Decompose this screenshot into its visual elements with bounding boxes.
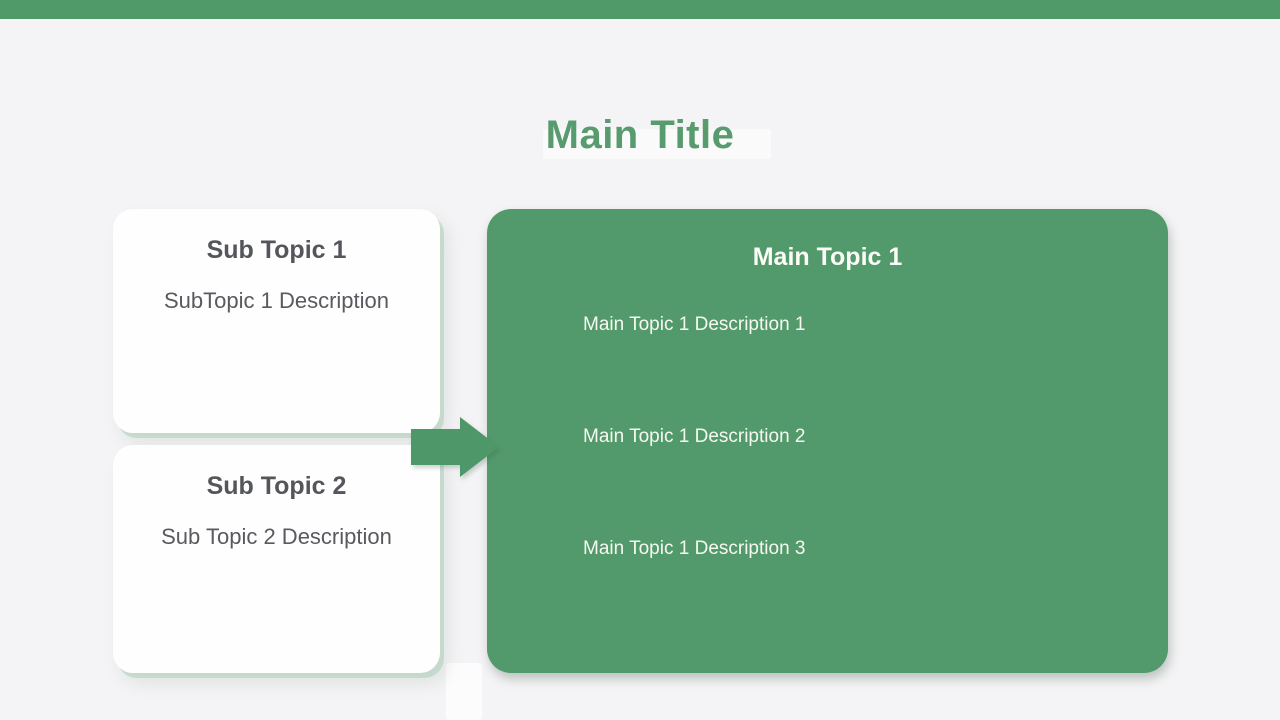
background-strip-shape xyxy=(446,663,482,720)
sub-topic-1-description: SubTopic 1 Description xyxy=(163,288,389,313)
sub-topic-1-title: Sub Topic 1 xyxy=(206,236,347,264)
main-topic-description-3: Main Topic 1 Description 3 xyxy=(583,538,806,559)
main-topic-title: Main Topic 1 xyxy=(752,243,903,271)
arrow-right-icon xyxy=(411,415,501,479)
main-topic-description-1: Main Topic 1 Description 1 xyxy=(583,314,806,335)
sub-topic-2-title: Sub Topic 2 xyxy=(206,472,347,500)
main-topic-panel: Main Topic 1 Main Topic 1 Description 1 … xyxy=(487,209,1168,673)
top-accent-bar xyxy=(0,0,1280,19)
title-highlight-shape xyxy=(543,129,771,159)
sub-topic-2-description: Sub Topic 2 Description xyxy=(161,524,392,549)
page-title: Main Title xyxy=(545,112,735,157)
sub-topic-card-2: Sub Topic 2 Sub Topic 2 Description xyxy=(113,445,440,673)
sub-topic-card-1: Sub Topic 1 SubTopic 1 Description xyxy=(113,209,440,433)
main-topic-description-2: Main Topic 1 Description 2 xyxy=(583,426,806,447)
